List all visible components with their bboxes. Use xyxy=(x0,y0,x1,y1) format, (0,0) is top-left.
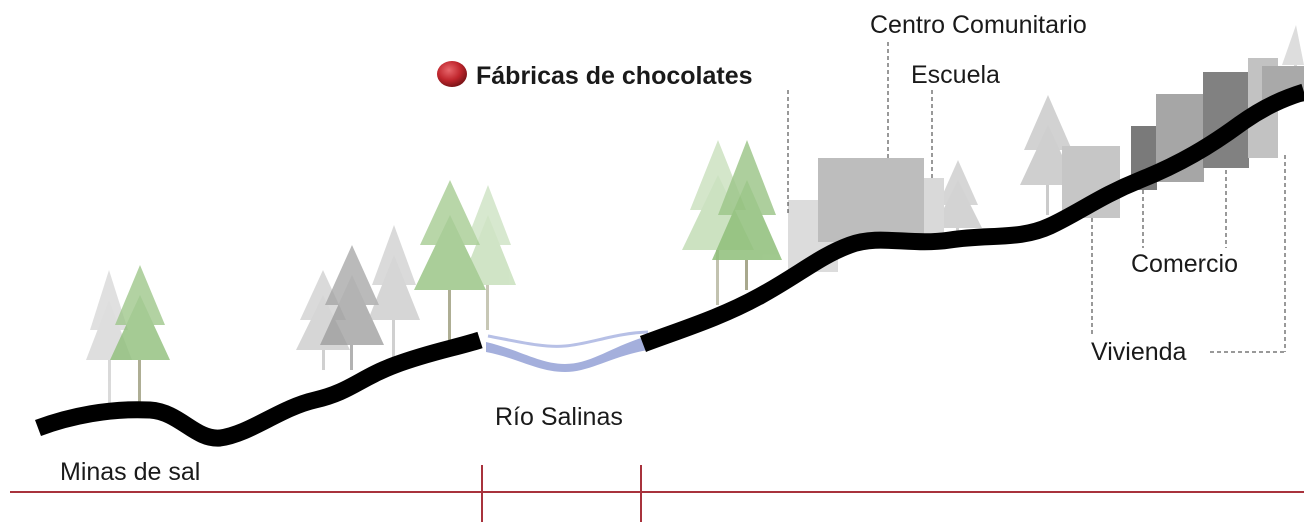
terrain-left xyxy=(35,331,483,447)
river-surface xyxy=(487,330,649,348)
tree-icon xyxy=(368,225,420,360)
tree-icon xyxy=(460,185,516,330)
building-community-center xyxy=(818,158,924,242)
building-school xyxy=(924,178,944,234)
leader-lines xyxy=(787,42,1286,353)
baseline xyxy=(10,465,1304,522)
label-commerce: Comercio xyxy=(1131,250,1238,278)
label-chocolate-factories: Fábricas de chocolates xyxy=(476,62,753,90)
river-water xyxy=(486,336,648,372)
tree-icon xyxy=(934,160,982,240)
terrain-right xyxy=(639,83,1304,352)
label-community-center: Centro Comunitario xyxy=(870,11,1087,39)
trees xyxy=(86,25,1304,405)
label-school: Escuela xyxy=(911,61,1000,89)
red-dot-marker-icon xyxy=(437,61,467,87)
tree-icon xyxy=(110,265,170,405)
label-river: Río Salinas xyxy=(495,403,623,431)
tree-icon xyxy=(320,245,384,370)
label-salt-mines: Minas de sal xyxy=(60,458,201,486)
label-housing: Vivienda xyxy=(1091,338,1187,366)
tree-icon xyxy=(712,140,782,290)
